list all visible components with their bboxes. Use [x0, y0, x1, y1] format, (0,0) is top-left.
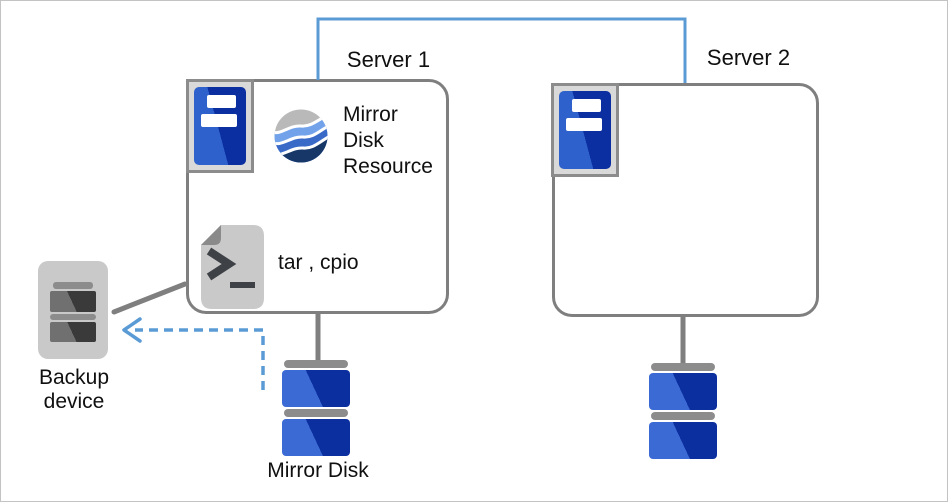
- backup-device-label: Backup device: [38, 366, 110, 413]
- server2-tower-server-icon: [551, 83, 619, 177]
- backup-flow-arrowhead-icon: [122, 317, 142, 343]
- tower-body: [194, 87, 246, 165]
- disk-cap-bar: [651, 412, 715, 420]
- disk-cap-bar: [284, 409, 348, 417]
- backup-mid-bar: [50, 314, 96, 320]
- backup-slot: [50, 291, 96, 312]
- prompt-chevron-icon: [206, 247, 237, 281]
- tower-slot-bar: [572, 99, 601, 112]
- backup-flow-dashed-line: [135, 328, 265, 390]
- disk-platter: [649, 422, 717, 459]
- server1-label: Server 1: [346, 47, 431, 72]
- backup-link-line: [111, 281, 188, 315]
- disk-platter: [282, 370, 350, 407]
- backup-top-bar: [53, 282, 93, 289]
- tape-backup-device-icon: [38, 261, 108, 359]
- server1-tower-server-icon: [186, 79, 254, 173]
- mirror-disk-resource-label: Mirror Disk Resource: [343, 103, 433, 178]
- server2-label: Server 2: [706, 45, 791, 70]
- tower-slot-bar: [201, 114, 237, 127]
- prompt-underscore-icon: [230, 282, 255, 288]
- disk-platter: [282, 419, 350, 456]
- mirror-disk-stack-server2: [649, 363, 717, 459]
- tower-body: [559, 91, 611, 169]
- mirror-disk-stack-server1: [282, 360, 350, 456]
- disk-cap-bar: [651, 363, 715, 371]
- backup-slot: [50, 322, 96, 342]
- globe-waves-icon: [274, 109, 328, 163]
- terminal-script-file-icon: [201, 225, 264, 309]
- mirror-disk-label: Mirror Disk: [267, 459, 369, 482]
- tower-slot-bar: [207, 95, 236, 108]
- disk-platter: [649, 373, 717, 410]
- tower-slot-bar: [566, 118, 602, 131]
- commands-label: tar , cpio: [278, 251, 359, 274]
- disk-cap-bar: [284, 360, 348, 368]
